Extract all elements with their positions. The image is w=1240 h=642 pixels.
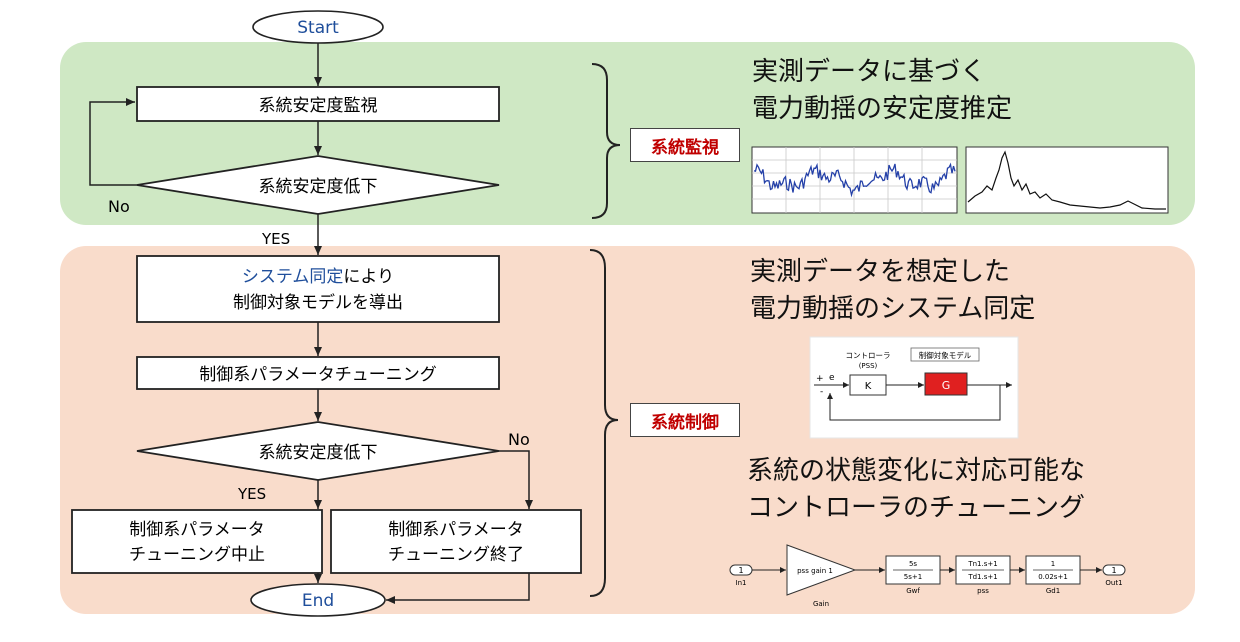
finish-process <box>330 509 582 574</box>
pss-num: Tn1.s+1 <box>967 560 997 568</box>
gwf-label: Gwf <box>906 587 920 595</box>
waveform-line <box>753 162 956 198</box>
g-text: G <box>942 379 951 392</box>
stop-process <box>71 509 323 574</box>
controller-label: コントローラ <box>846 351 891 360</box>
in1-label: In1 <box>736 579 747 587</box>
stop-line2: チューニング中止 <box>129 545 265 565</box>
out1-label: Out1 <box>1105 579 1122 587</box>
yes1-label: YES <box>261 230 290 248</box>
decision1-diamond <box>136 155 500 215</box>
out1-port <box>1102 564 1126 576</box>
tuning-desc: 系統の状態変化に対応可能な コントローラのチューニング <box>747 453 1085 527</box>
gain-block <box>786 544 857 596</box>
gd1-den: 0.02s+1 <box>1038 573 1068 581</box>
start-text: Start <box>297 18 339 38</box>
controller-sub: (PSS) <box>859 362 878 370</box>
out1-num: 1 <box>1111 566 1116 575</box>
gain-label: Gain <box>813 600 829 608</box>
control-bracket <box>589 249 619 597</box>
gwf-num: 5s <box>909 560 917 568</box>
spectrum-line <box>967 150 1166 210</box>
monitor-text: 系統安定度監視 <box>259 96 378 116</box>
tuning-desc-line1: 系統の状態変化に対応可能な <box>747 456 1086 486</box>
tuning-process <box>136 356 500 390</box>
error-label: e <box>829 373 835 383</box>
yes2-label: YES <box>237 485 266 503</box>
tuning-desc-line2: コントローラのチューニング <box>747 493 1086 523</box>
sysid-desc-line1: 実測データを想定した <box>750 257 1011 287</box>
plant-label-box <box>910 347 980 362</box>
sysid-text: システム同定により <box>242 267 394 287</box>
end-text: End <box>302 591 334 611</box>
monitor-desc-line2: 電力動揺の安定度推定 <box>752 94 1013 124</box>
decision1-text: 系統安定度低下 <box>259 177 378 197</box>
minus-sign: - <box>820 387 823 397</box>
sysid-process <box>136 255 500 323</box>
control-label: 系統制御 <box>630 403 740 437</box>
tuning-text: 制御系パラメータチューニング <box>199 365 437 385</box>
monitoring-label: 系統監視 <box>630 128 740 162</box>
sysid-colored-text: システム同定 <box>242 267 344 287</box>
no1-label: No <box>108 197 130 216</box>
sysid-desc-line2: 電力動揺のシステム同定 <box>750 294 1036 324</box>
sysid-rest-text: により <box>343 267 394 287</box>
sysid-desc: 実測データを想定した 電力動揺のシステム同定 <box>750 254 1035 328</box>
finish-line1: 制御系パラメータ <box>388 520 524 540</box>
in1-num: 1 <box>738 566 743 575</box>
derive-text: 制御対象モデルを導出 <box>233 292 403 313</box>
decision2-text: 系統安定度低下 <box>259 443 378 463</box>
k-text: K <box>865 381 872 392</box>
finish-line2: チューニング終了 <box>388 545 524 565</box>
plus-sign: + <box>816 374 824 384</box>
gd1-num: 1 <box>1051 560 1055 568</box>
gain-text: pss gain 1 <box>797 567 833 575</box>
gd1-label: Gd1 <box>1046 587 1060 595</box>
pss-label: pss <box>977 587 989 595</box>
pss-den: Td1.s+1 <box>967 573 997 581</box>
monitor-process <box>136 86 500 122</box>
g-block <box>924 372 968 396</box>
stop-line1: 制御系パラメータ <box>129 520 265 540</box>
gwf-den: 5s+1 <box>904 573 922 581</box>
spectrum-plot <box>965 146 1169 214</box>
end-terminal <box>250 583 386 617</box>
no2-label: No <box>508 430 530 449</box>
plant-label: 制御対象モデル <box>919 350 972 360</box>
monitor-desc: 実測データに基づく 電力動揺の安定度推定 <box>752 54 1012 128</box>
monitor-desc-line1: 実測データに基づく <box>752 57 987 87</box>
monitoring-bracket <box>591 63 621 219</box>
